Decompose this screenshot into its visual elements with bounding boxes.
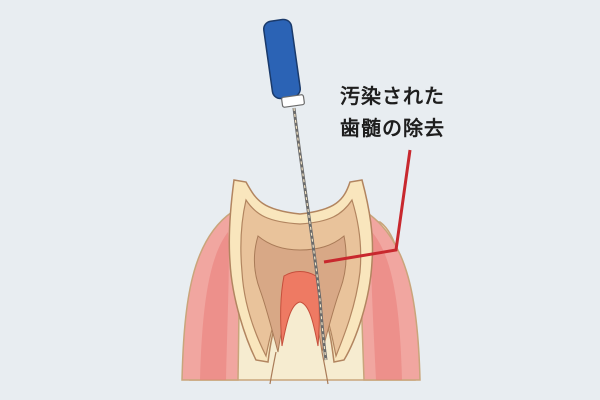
gum-inner-right xyxy=(371,232,402,380)
gum-inner-left xyxy=(200,232,229,380)
callout-line-2: 歯髄の除去 xyxy=(340,116,445,140)
callout-line-1: 汚染された xyxy=(340,84,445,108)
root-canal-right xyxy=(321,351,329,385)
leader-line xyxy=(323,149,412,264)
callout-label: 汚染された 歯髄の除去 xyxy=(340,80,445,144)
root-canal-left xyxy=(269,351,277,385)
infected-pulp xyxy=(280,271,320,347)
root-canal-file-icon xyxy=(262,18,328,361)
